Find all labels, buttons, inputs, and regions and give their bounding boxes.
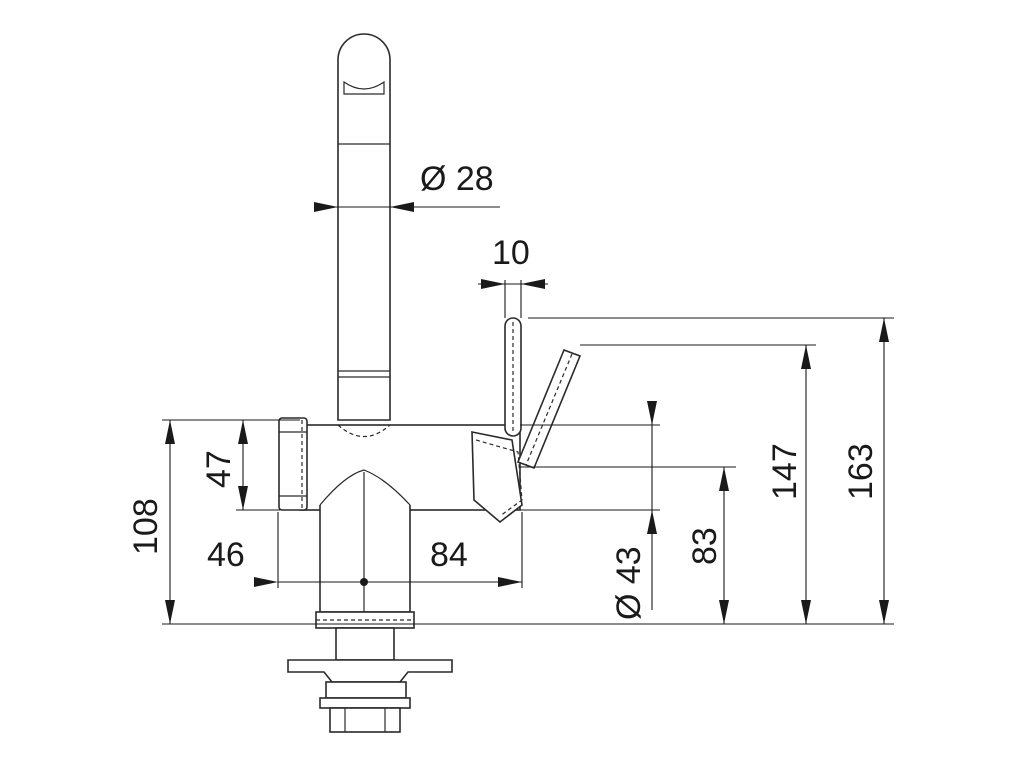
label-right-offset: 84 (430, 536, 468, 574)
label-base-to-axis: 83 (686, 527, 724, 565)
end-cap (278, 417, 308, 511)
lever-joint (471, 431, 523, 524)
label-lever-width: 10 (492, 234, 530, 272)
label-overall-height: 163 (842, 443, 880, 500)
mount-thread (329, 707, 401, 733)
dim-base-to-body-top: 108 (127, 419, 320, 625)
label-body-diameter: Ø 43 (610, 546, 648, 620)
mount-nut (325, 681, 407, 699)
faucet-outline (278, 33, 582, 733)
dim-lever-width: 10 (478, 234, 548, 318)
dim-spout-diameter: Ø 28 (314, 160, 500, 212)
dim-base-to-axis: 83 (520, 466, 736, 624)
spout-nozzle (343, 80, 385, 95)
dim-body-diameter: Ø 43 (520, 401, 660, 620)
lever-front (504, 317, 522, 437)
lower-column (319, 505, 411, 613)
label-base-to-body-top: 108 (127, 498, 165, 555)
label-left-offset: 46 (207, 536, 245, 574)
dim-body-height: 47 (200, 419, 280, 511)
dim-overall-height: 163 (528, 317, 894, 624)
mount-washer (319, 697, 411, 709)
dim-base-to-lever-tip: 147 (580, 344, 816, 624)
dimension-lines: Ø 28 10 47 108 (127, 160, 894, 625)
dim-horizontal-offsets: 46 84 (207, 512, 523, 588)
mount-stud (335, 627, 395, 661)
label-base-to-lever-tip: 147 (766, 443, 804, 500)
label-spout-diameter: Ø 28 (420, 160, 494, 198)
mount-plate (287, 659, 453, 683)
label-body-height: 47 (200, 450, 238, 488)
spout-pipe (337, 33, 391, 421)
